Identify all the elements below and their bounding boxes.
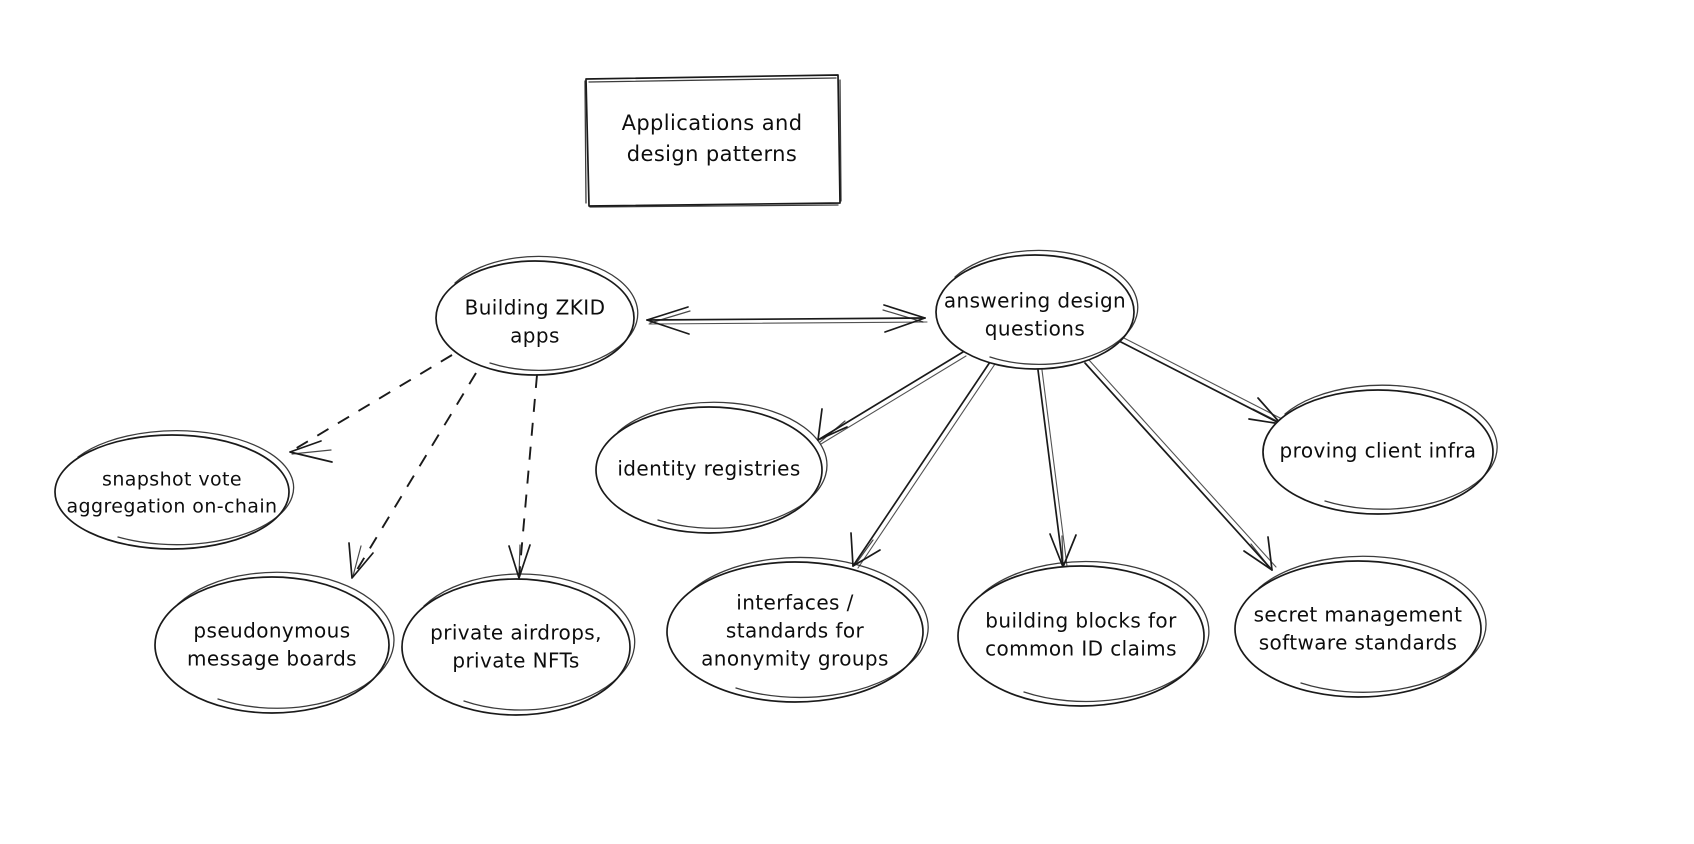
node-ellipse-sketch <box>423 573 636 711</box>
arrowhead-sketch <box>1252 408 1280 423</box>
node-ellipse-sketch <box>77 430 295 546</box>
edge-line-sketch <box>857 363 996 569</box>
node-label-line-2: apps <box>510 324 560 348</box>
arrowhead-left-sketch <box>649 310 691 324</box>
edge-answering-to-building-blocks <box>1037 369 1077 568</box>
node-ellipse <box>54 434 290 550</box>
edge-line <box>1084 362 1273 571</box>
node-pseudonymous-message-boards[interactable]: pseudonymous message boards <box>154 571 395 714</box>
node-label-line-1: private airdrops, <box>430 621 602 645</box>
node-answering-design-questions[interactable]: answering design questions <box>935 249 1139 370</box>
node-ellipse-sketch <box>981 560 1210 703</box>
edge-line <box>289 354 453 453</box>
node-ellipse-sketch <box>177 571 395 709</box>
arrowhead <box>1243 536 1273 571</box>
edge-line <box>1116 339 1282 425</box>
node-ellipse-sketch <box>1258 555 1487 693</box>
edge-zkid-to-pseudonymous <box>348 372 477 579</box>
arrowhead-sketch <box>291 449 332 455</box>
node-ellipse <box>595 406 823 534</box>
edge-zkid-to-private-airdrops <box>508 374 538 579</box>
node-ellipse-sketch <box>1284 384 1498 510</box>
title-box-outline <box>585 74 841 207</box>
node-private-airdrops-private-nfts[interactable]: private airdrops, private NFTs <box>401 573 636 716</box>
node-ellipse <box>666 561 924 703</box>
edge-zkid-to-snapshot <box>289 354 453 463</box>
edge-line-sketch <box>648 321 928 325</box>
edge-line <box>646 317 926 321</box>
arrowhead <box>850 532 881 567</box>
node-label-line-3: anonymity groups <box>701 647 889 671</box>
node-ellipse <box>957 565 1205 707</box>
title-box-outline-sketch <box>584 77 842 208</box>
node-label-line-2: questions <box>985 317 1085 341</box>
node-ellipse <box>401 578 631 716</box>
node-snapshot-vote-aggregation-on-chain[interactable]: snapshot vote aggregation on-chain <box>54 430 295 550</box>
edge-answering-to-secret-management <box>1084 359 1277 571</box>
node-ellipse-sketch <box>954 249 1139 366</box>
arrowhead <box>508 544 531 579</box>
arrowhead <box>817 408 848 441</box>
node-ellipse <box>154 576 390 714</box>
edge-answering-to-interfaces <box>850 361 996 569</box>
node-secret-management-software-standards[interactable]: secret management software standards <box>1234 555 1487 698</box>
arrowhead-sketch <box>854 539 874 566</box>
arrowhead-sketch <box>518 544 521 576</box>
arrowhead-sketch <box>1250 543 1271 569</box>
node-building-zkid-apps[interactable]: Building ZKID apps <box>435 255 639 376</box>
node-label-line-1: secret management <box>1254 603 1463 627</box>
edge-line-sketch <box>1041 369 1068 567</box>
node-label-line-1: pseudonymous <box>193 619 350 643</box>
title-box-line-2: design patterns <box>627 142 797 166</box>
node-ellipse <box>435 260 635 376</box>
edge-line <box>852 361 991 567</box>
edge-line <box>518 374 538 579</box>
node-ellipse-sketch <box>454 255 639 372</box>
arrowhead <box>348 542 374 579</box>
node-label-line-2: software standards <box>1259 631 1458 655</box>
edge-line-sketch <box>1119 335 1285 421</box>
arrowhead-sketch <box>352 545 362 577</box>
node-label-line-1: building blocks for <box>985 609 1177 633</box>
node-ellipse <box>1234 560 1482 698</box>
node-label-line-1: proving client infra <box>1280 439 1477 463</box>
node-title-box[interactable]: Applications and design patterns <box>584 74 842 208</box>
edge-answering-to-identity-registries <box>817 351 967 445</box>
node-label-line-2: private NFTs <box>452 649 579 673</box>
arrowhead-sketch <box>819 420 846 443</box>
node-identity-registries[interactable]: identity registries <box>595 401 828 534</box>
edge-line <box>351 372 477 579</box>
node-label-line-1: Building ZKID <box>465 296 606 320</box>
node-label-line-2: standards for <box>726 619 865 643</box>
node-ellipse-sketch <box>617 401 828 529</box>
edge-line <box>1037 369 1064 568</box>
node-label-line-2: aggregation on-chain <box>67 496 278 518</box>
arrowhead <box>1049 533 1077 568</box>
edge-line <box>817 351 964 441</box>
node-label-line-1: identity registries <box>617 457 800 481</box>
title-box-line-1: Applications and <box>622 111 803 135</box>
node-label-line-2: message boards <box>187 647 357 671</box>
arrowhead-right-sketch <box>882 309 924 323</box>
edge-line-sketch <box>820 355 967 445</box>
node-label-line-2: common ID claims <box>985 637 1177 661</box>
node-label-line-1: interfaces / <box>736 591 854 615</box>
node-ellipse-sketch <box>691 556 929 699</box>
arrowhead-sketch <box>1061 535 1064 565</box>
node-interfaces-standards-for-anonymity-groups[interactable]: interfaces / standards for anonymity gro… <box>666 556 929 703</box>
node-building-blocks-for-common-id-claims[interactable]: building blocks for common ID claims <box>957 560 1210 707</box>
node-ellipse <box>1262 389 1494 515</box>
edge-answering-to-proving-client <box>1116 335 1285 425</box>
edge-zkid-to-answering <box>646 304 928 335</box>
node-ellipse <box>935 254 1135 370</box>
node-label-line-1: snapshot vote <box>102 469 242 491</box>
node-label-line-1: answering design <box>944 289 1126 313</box>
node-proving-client-infra[interactable]: proving client infra <box>1262 384 1498 515</box>
edge-line-sketch <box>1088 359 1277 568</box>
